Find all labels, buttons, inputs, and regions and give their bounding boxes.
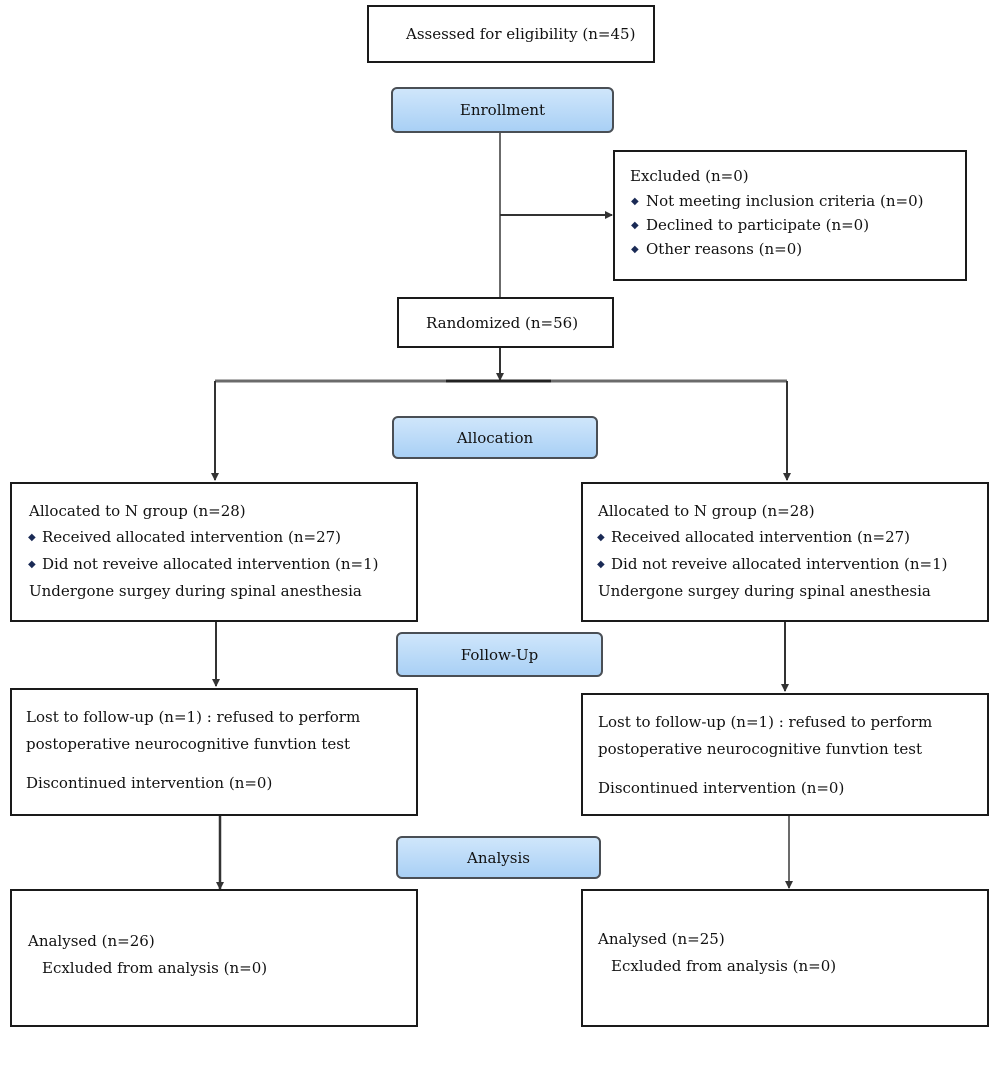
bullet-icon: ◆ (28, 559, 36, 570)
bullet-icon: ◆ (597, 559, 605, 570)
left-analysed-text: Analysed (n=26) (28, 932, 155, 950)
right-lost-line2: postoperative neurocognitive funvtion te… (598, 740, 923, 758)
allocation-label: Allocation (392, 416, 598, 459)
excluded-box: Excluded (n=0) ◆ Not meeting inclusion c… (613, 150, 967, 281)
right-allocated-text: Allocated to N group (n=28) (598, 502, 815, 520)
right-analysis-box: Analysed (n=25) Ecxluded from analysis (… (581, 889, 989, 1027)
assessed-box: Assessed for eligibility (n=45) (367, 5, 655, 63)
assessed-text: Assessed for eligibility (n=45) (406, 25, 636, 43)
right-followup-box: Lost to follow-up (n=1) : refused to per… (581, 693, 989, 816)
left-followup-box: Lost to follow-up (n=1) : refused to per… (10, 688, 418, 816)
followup-label: Follow-Up (396, 632, 603, 677)
bullet-icon: ◆ (631, 244, 639, 255)
right-discontinued-text: Discontinued intervention (n=0) (598, 779, 845, 797)
right-note-text: Undergone surgey during spinal anesthesi… (598, 582, 931, 600)
left-note-text: Undergone surgey during spinal anesthesi… (29, 582, 362, 600)
excluded-title: Excluded (n=0) (630, 167, 749, 185)
randomized-text: Randomized (n=56) (426, 314, 579, 332)
right-received-text: Received allocated intervention (n=27) (611, 528, 911, 546)
left-not-received-text: Did not reveive allocated intervention (… (42, 555, 379, 573)
bullet-icon: ◆ (631, 220, 639, 231)
right-lost-line1: Lost to follow-up (n=1) : refused to per… (598, 713, 933, 731)
right-excluded-analysis-text: Ecxluded from analysis (n=0) (611, 957, 837, 975)
randomized-box: Randomized (n=56) (397, 297, 614, 348)
excluded-item-3: Other reasons (n=0) (646, 240, 803, 258)
right-not-received-text: Did not reveive allocated intervention (… (611, 555, 948, 573)
left-allocation-box: Allocated to N group (n=28) ◆ Received a… (10, 482, 418, 622)
right-analysed-text: Analysed (n=25) (598, 930, 725, 948)
bullet-icon: ◆ (631, 196, 639, 207)
excluded-item-2: Declined to participate (n=0) (646, 216, 870, 234)
left-analysis-box: Analysed (n=26) Ecxluded from analysis (… (10, 889, 418, 1027)
left-lost-line1: Lost to follow-up (n=1) : refused to per… (26, 708, 361, 726)
left-lost-line2: postoperative neurocognitive funvtion te… (26, 735, 351, 753)
left-excluded-analysis-text: Ecxluded from analysis (n=0) (42, 959, 268, 977)
left-received-text: Received allocated intervention (n=27) (42, 528, 342, 546)
excluded-item-1: Not meeting inclusion criteria (n=0) (646, 192, 924, 210)
left-discontinued-text: Discontinued intervention (n=0) (26, 774, 273, 792)
left-allocated-text: Allocated to N group (n=28) (29, 502, 246, 520)
enrollment-label: Enrollment (391, 87, 614, 133)
bullet-icon: ◆ (28, 532, 36, 543)
right-allocation-box: Allocated to N group (n=28) ◆ Received a… (581, 482, 989, 622)
analysis-label: Analysis (396, 836, 601, 879)
bullet-icon: ◆ (597, 532, 605, 543)
